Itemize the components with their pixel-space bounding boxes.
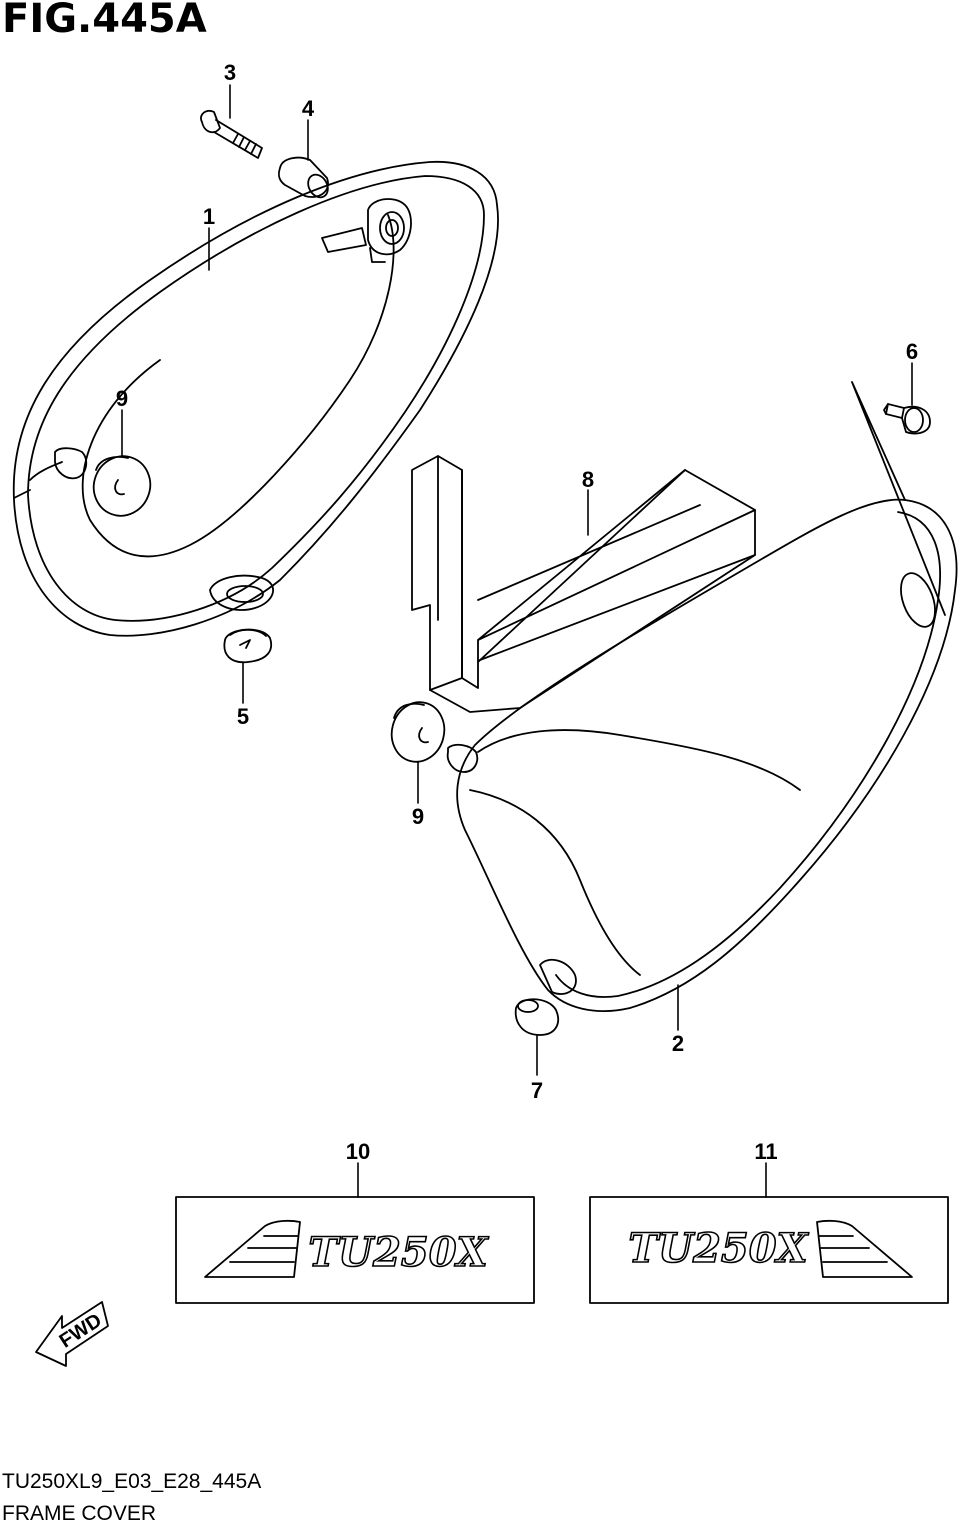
- callout-1: 1: [203, 204, 215, 229]
- collar-4: [277, 156, 329, 199]
- grommet-5: [223, 628, 272, 664]
- fwd-arrow-icon: [35, 1301, 109, 1367]
- emblem-11-text: TU250X: [628, 1225, 809, 1272]
- callout-9-lower: 9: [412, 804, 424, 829]
- callout-10: 10: [346, 1139, 370, 1164]
- callout-8: 8: [582, 467, 594, 492]
- grommet-7: [514, 998, 560, 1036]
- diagram-code: TU250XL9_E03_E28_445A: [2, 1470, 262, 1493]
- callout-5: 5: [237, 704, 249, 729]
- callout-3: 3: [224, 60, 236, 85]
- emblem-11-box: [589, 1196, 949, 1304]
- emblem-10-box: [175, 1196, 535, 1304]
- callout-2: 2: [672, 1031, 684, 1056]
- leader-lines: [121, 84, 913, 1198]
- callout-4: 4: [302, 96, 315, 121]
- left-frame-cover: [12, 161, 499, 637]
- diagram-name: FRAME COVER: [2, 1502, 157, 1525]
- callout-6: 6: [906, 339, 918, 364]
- adhesive-strip: [411, 455, 756, 713]
- emblem-10-text: TU250X: [308, 1229, 489, 1276]
- right-frame-cover: [446, 381, 958, 1012]
- screw-6: [883, 403, 931, 435]
- callout-7: 7: [531, 1078, 543, 1103]
- callout-9-upper: 9: [116, 386, 128, 411]
- callout-11: 11: [754, 1139, 777, 1164]
- cushion-9-upper: [92, 455, 152, 517]
- figure-title: FIG.445A: [2, 0, 207, 42]
- cushion-9-lower: [390, 701, 446, 763]
- bolt-3: [200, 109, 263, 159]
